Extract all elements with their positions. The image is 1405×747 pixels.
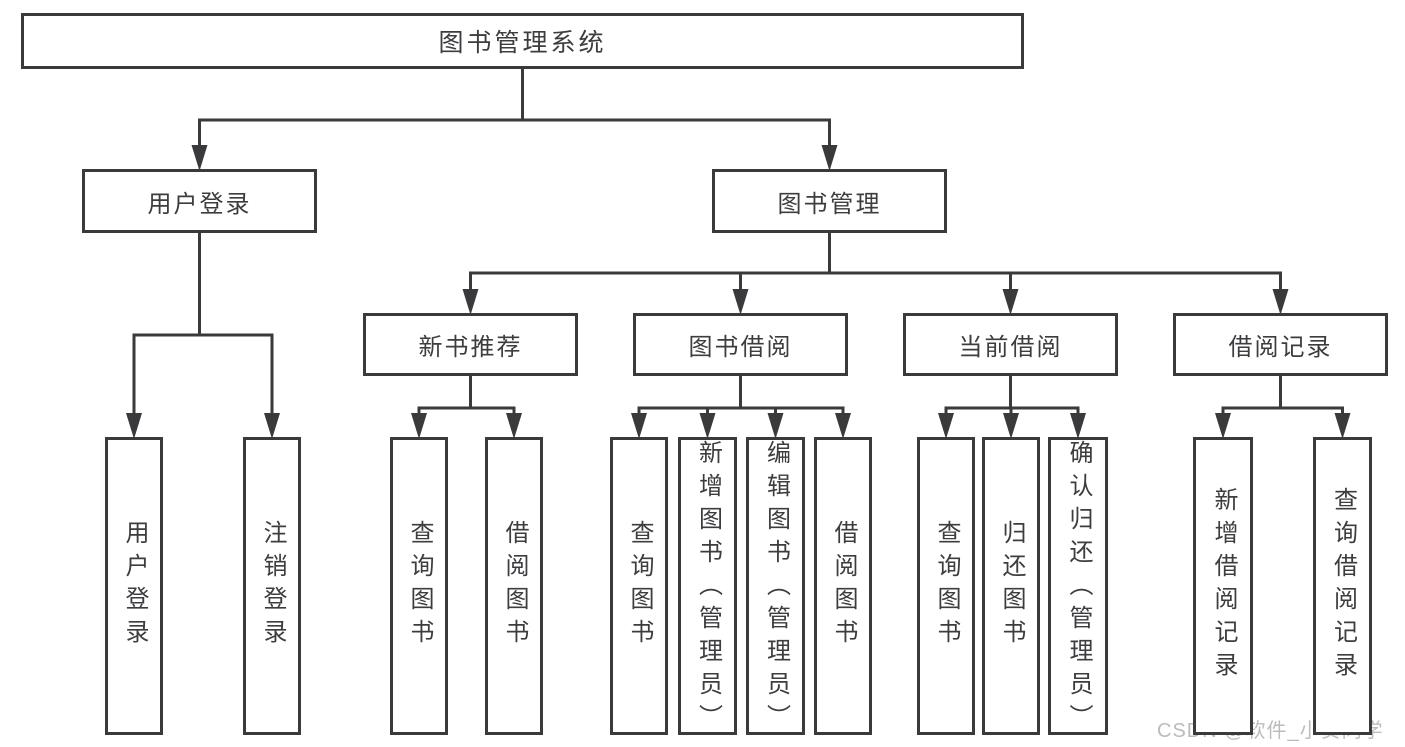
arrowhead	[732, 289, 749, 315]
node-label-bor-query-books: 查询图书	[626, 520, 653, 652]
arrowhead	[506, 413, 522, 439]
node-label-current-borrow: 当前借阅	[958, 334, 1063, 361]
node-bor-edit-books: 编辑图书（管理员）	[746, 437, 805, 737]
node-label-bor-edit-books: 编辑图书（管理员）	[762, 440, 790, 737]
node-leaf-logout: 注销登录	[243, 437, 301, 735]
node-label-cur-confirm-return: 确认归还（管理员）	[1065, 440, 1092, 737]
node-label-borrow-records: 借阅记录	[1228, 334, 1333, 361]
node-label-root: 图书管理系统	[438, 29, 607, 57]
node-label-new-book-rec: 新书推荐	[418, 334, 523, 361]
node-book-borrow: 图书借阅	[633, 313, 848, 376]
arrowhead	[821, 145, 838, 171]
node-bor-add-books: 新增图书（管理员）	[678, 437, 737, 737]
arrowhead	[264, 413, 280, 439]
arrowhead	[835, 413, 851, 439]
node-root: 图书管理系统	[21, 13, 1024, 69]
arrowhead	[1002, 289, 1019, 315]
node-label-book-borrow: 图书借阅	[688, 334, 793, 361]
arrowhead	[1334, 413, 1351, 439]
node-rec-query-books: 查询图书	[390, 437, 448, 735]
node-leaf-user-login: 用户登录	[105, 437, 163, 735]
node-label-rec-query-books: 查询图书	[406, 520, 433, 652]
node-label-bor-add-books: 新增图书（管理员）	[694, 440, 722, 737]
arrowhead	[126, 413, 142, 439]
arrowhead	[411, 413, 427, 439]
arrowhead	[462, 289, 479, 315]
node-cur-confirm-return: 确认归还（管理员）	[1048, 437, 1108, 737]
node-label-bor-borrow-books: 借阅图书	[830, 520, 857, 652]
arrowhead	[699, 413, 716, 439]
node-label-cur-query-books: 查询图书	[933, 520, 960, 652]
node-label-cur-return-books: 归还图书	[998, 520, 1025, 652]
node-borrow-records: 借阅记录	[1173, 313, 1388, 376]
node-label-leaf-user-login: 用户登录	[121, 520, 148, 652]
node-bor-query-books: 查询图书	[610, 437, 668, 735]
node-rcd-query-record: 查询借阅记录	[1313, 437, 1372, 735]
arrowhead	[1003, 413, 1019, 439]
node-current-borrow: 当前借阅	[903, 313, 1118, 376]
arrowhead	[1215, 413, 1231, 439]
node-label-rec-borrow-books: 借阅图书	[501, 520, 528, 652]
arrowhead	[631, 413, 647, 439]
node-label-user-login: 用户登录	[147, 190, 252, 218]
arrowhead	[767, 413, 784, 439]
arrowhead	[1272, 289, 1289, 315]
arrowhead	[191, 145, 208, 171]
node-book-mgmt: 图书管理	[712, 169, 947, 233]
arrowhead	[938, 413, 954, 439]
node-rec-borrow-books: 借阅图书	[485, 437, 543, 735]
node-label-rcd-add-record: 新增借阅记录	[1210, 487, 1237, 685]
node-new-book-rec: 新书推荐	[363, 313, 578, 376]
node-cur-return-books: 归还图书	[982, 437, 1040, 735]
node-label-book-mgmt: 图书管理	[777, 190, 882, 218]
node-label-leaf-logout: 注销登录	[259, 520, 286, 652]
node-cur-query-books: 查询图书	[917, 437, 975, 735]
arrowhead	[1070, 413, 1086, 439]
node-bor-borrow-books: 借阅图书	[814, 437, 872, 735]
node-label-rcd-query-record: 查询借阅记录	[1329, 487, 1357, 685]
node-user-login: 用户登录	[82, 169, 317, 233]
node-rcd-add-record: 新增借阅记录	[1193, 437, 1253, 735]
